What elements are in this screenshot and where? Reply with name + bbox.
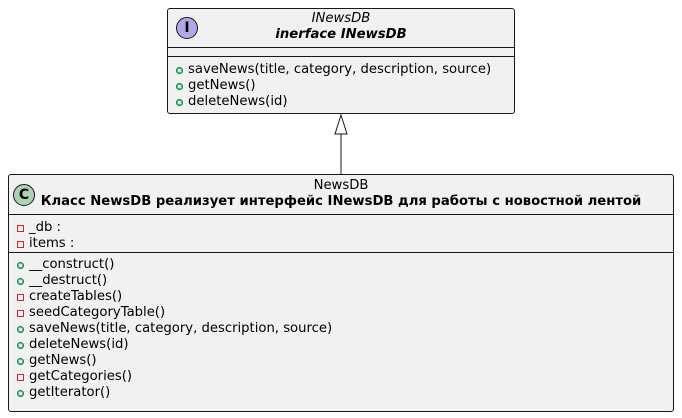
- public-visibility-icon: [17, 342, 24, 349]
- private-visibility-icon: [17, 310, 24, 317]
- interface-method-row-label: getNews(): [188, 78, 256, 93]
- interface-badge-icon: I: [176, 17, 198, 39]
- class-method-row: getCategories(): [9, 369, 673, 385]
- public-visibility-icon: [17, 262, 24, 269]
- private-visibility-icon: [17, 241, 24, 248]
- class-box[interactable]: C NewsDB Класс NewsDB реализует интерфей…: [8, 174, 674, 412]
- public-visibility-icon: [17, 326, 24, 333]
- class-title: Класс NewsDB реализует интерфейс INewsDB…: [40, 194, 642, 209]
- interface-name: INewsDB: [311, 11, 371, 26]
- class-method-row: createTables(): [9, 289, 673, 305]
- class-name: NewsDB: [313, 178, 369, 193]
- interface-fields: [168, 48, 514, 56]
- class-badge-icon: C: [13, 184, 35, 206]
- class-method-row: getNews(): [9, 353, 673, 369]
- class-separator-top: [9, 214, 673, 215]
- class-field-row: items :: [9, 236, 673, 252]
- public-visibility-icon: [17, 390, 24, 397]
- class-method-row: __destruct(): [9, 273, 673, 289]
- class-method-row-label: getIterator(): [29, 385, 111, 400]
- class-method-row-label: __construct(): [29, 257, 115, 272]
- interface-method-row: saveNews(title, category, description, s…: [168, 62, 514, 78]
- class-separator-bottom: [9, 252, 673, 253]
- private-visibility-icon: [17, 294, 24, 301]
- interface-methods: saveNews(title, category, description, s…: [168, 57, 514, 110]
- class-method-row-label: deleteNews(id): [29, 337, 129, 352]
- class-fields: _db :items :: [9, 215, 673, 252]
- interface-separator-top: [168, 47, 514, 48]
- interface-method-row-label: saveNews(title, category, description, s…: [188, 62, 492, 77]
- class-field-row-label: _db :: [29, 220, 61, 235]
- class-field-row: _db :: [9, 220, 673, 236]
- class-method-row: __construct(): [9, 257, 673, 273]
- class-methods: __construct()__destruct()createTables()s…: [9, 253, 673, 401]
- interface-separator-bottom: [168, 56, 514, 57]
- interface-box[interactable]: I INewsDB inerface INewsDB saveNews(titl…: [167, 8, 515, 114]
- private-visibility-icon: [17, 225, 24, 232]
- class-method-row-label: seedCategoryTable(): [29, 305, 166, 320]
- interface-title: inerface INewsDB: [275, 27, 407, 42]
- public-visibility-icon: [17, 278, 24, 285]
- class-method-row: getIterator(): [9, 385, 673, 401]
- public-visibility-icon: [176, 99, 183, 106]
- class-field-row-label: items :: [29, 236, 75, 251]
- class-method-row-label: saveNews(title, category, description, s…: [29, 321, 333, 336]
- class-method-row: saveNews(title, category, description, s…: [9, 321, 673, 337]
- class-method-row: deleteNews(id): [9, 337, 673, 353]
- public-visibility-icon: [176, 67, 183, 74]
- interface-method-row-label: deleteNews(id): [188, 94, 288, 109]
- realization-arrowhead: [334, 113, 348, 135]
- interface-method-row: getNews(): [168, 78, 514, 94]
- private-visibility-icon: [17, 374, 24, 381]
- public-visibility-icon: [176, 83, 183, 90]
- interface-method-row: deleteNews(id): [168, 94, 514, 110]
- public-visibility-icon: [17, 358, 24, 365]
- class-method-row: seedCategoryTable(): [9, 305, 673, 321]
- class-method-row-label: getCategories(): [29, 369, 133, 384]
- class-method-row-label: __destruct(): [29, 273, 108, 288]
- class-method-row-label: createTables(): [29, 289, 123, 304]
- class-method-row-label: getNews(): [29, 353, 97, 368]
